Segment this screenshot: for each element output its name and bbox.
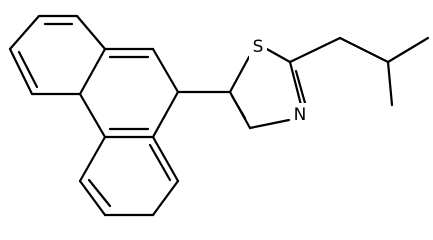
bond [78,92,107,139]
bond [148,143,172,182]
bond [386,36,430,64]
bond [338,36,390,64]
bond [386,60,394,107]
nitrogen-atom-label: N [294,105,307,125]
bond [87,178,112,208]
bond [75,14,107,51]
structure-diagram: S N [8,14,430,217]
bond [78,135,107,183]
bond [294,69,307,105]
bond [78,179,107,217]
bond [151,47,180,94]
bond [248,118,291,130]
bond [151,135,180,183]
bond [263,46,292,64]
bond [78,47,107,96]
bond [17,50,39,89]
bond [8,14,41,51]
bond [288,36,342,64]
bond [8,47,34,96]
bond [228,55,251,94]
sulfur-label-background [249,35,267,59]
bond [151,90,180,139]
bond [151,179,180,217]
nitrogen-label-background [291,103,309,127]
sulfur-atom-label: S [253,37,264,57]
bond [230,94,247,120]
bond [288,60,303,107]
